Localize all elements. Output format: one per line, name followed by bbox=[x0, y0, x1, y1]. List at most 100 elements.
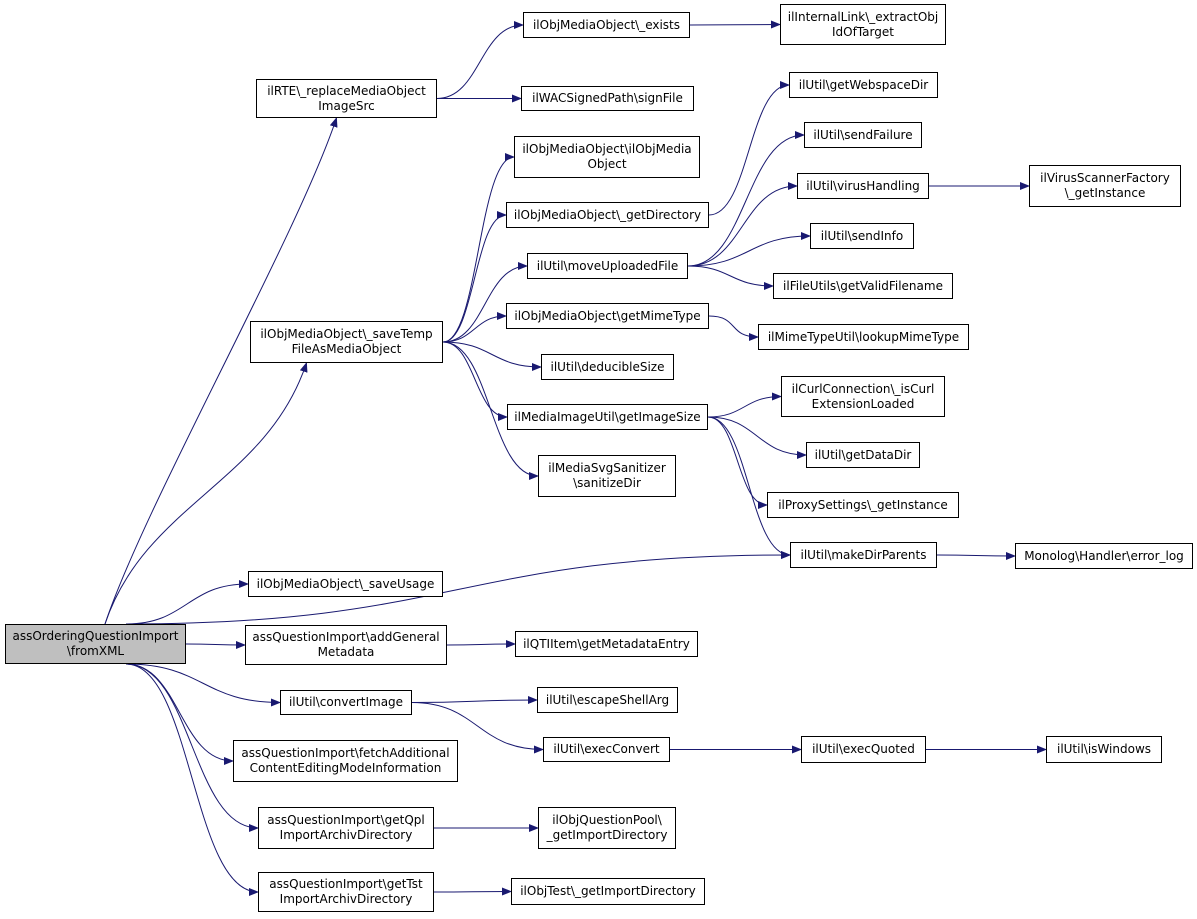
node-lookup-mime-type[interactable]: ilMimeTypeUtil\lookupMimeType bbox=[758, 324, 969, 350]
node-label-line: ilProxySettings\_getInstance bbox=[778, 497, 948, 512]
node-media-object-get-directory[interactable]: ilObjMediaObject\_getDirectory bbox=[506, 202, 709, 228]
node-label-line: ilUtil\getWebspaceDir bbox=[798, 77, 929, 92]
node-exec-quoted[interactable]: ilUtil\execQuoted bbox=[801, 736, 926, 763]
node-label-line: ContentEditingModeInformation bbox=[249, 761, 442, 775]
node-make-dir-parents[interactable]: ilUtil\makeDirParents bbox=[790, 542, 937, 568]
edge-save_temp-to-img_size bbox=[442, 341, 508, 421]
edge-root-to-rte bbox=[104, 117, 338, 625]
node-get-valid-filename[interactable]: ilFileUtils\getValidFilename bbox=[773, 273, 953, 299]
node-label-line: ilMimeTypeUtil\lookupMimeType bbox=[767, 329, 960, 344]
node-label-line: ImportArchivDirectory bbox=[279, 892, 413, 906]
node-label-line: Monolog\Handler\error_log bbox=[1024, 548, 1184, 563]
node-label-line: ilUtil\sendFailure bbox=[813, 127, 913, 142]
edge-move_uploaded-to-send_info bbox=[687, 232, 811, 267]
edge-root-to-get_qpl bbox=[125, 663, 259, 832]
node-label-line: ilCurlConnection\_isCurl bbox=[791, 381, 935, 396]
edge-add_meta-to-qti_meta bbox=[446, 640, 516, 649]
node-label-line: \fromXML bbox=[66, 644, 125, 658]
node-qti-item-get-metadata-entry[interactable]: ilQTIItem\getMetadataEntry bbox=[515, 631, 698, 657]
node-label-line: ilUtil\sendInfo bbox=[820, 228, 904, 243]
node-label-line: ilWACSignedPath\signFile bbox=[532, 91, 683, 105]
node-label-line: ilUtil\execQuoted bbox=[812, 742, 915, 756]
node-label-line: ilMediaImageUtil\getImageSize bbox=[514, 409, 701, 424]
edge-convert_image-to-escape_shell bbox=[411, 696, 538, 705]
edge-move_uploaded-to-send_failure bbox=[687, 131, 805, 267]
edge-save_temp-to-move_uploaded bbox=[442, 262, 528, 343]
edge-root-to-convert_image bbox=[125, 663, 281, 707]
node-virus-handling[interactable]: ilUtil\virusHandling bbox=[797, 173, 929, 199]
node-label-line: ilObjMediaObject\_saveUsage bbox=[256, 576, 435, 591]
node-label-line: ExtensionLoaded bbox=[811, 396, 915, 411]
node-label-line: ilObjMediaObject\_getDirectory bbox=[513, 207, 702, 222]
node-get-data-dir[interactable]: ilUtil\getDataDir bbox=[806, 442, 920, 468]
edge-img_size-to-proxy bbox=[707, 416, 768, 509]
edge-save_temp-to-deducible bbox=[442, 341, 542, 371]
node-label-line: ilUtil\getDataDir bbox=[814, 447, 912, 462]
node-obj-test-get-import-directory[interactable]: ilObjTest\_getImportDirectory bbox=[511, 878, 705, 905]
node-label-line: FileAsMediaObject bbox=[291, 342, 402, 356]
node-move-uploaded-file[interactable]: ilUtil\moveUploadedFile bbox=[527, 253, 688, 279]
node-wac-signed-path-sign-file[interactable]: ilWACSignedPath\signFile bbox=[521, 86, 694, 111]
node-label-line: ilObjTest\_getImportDirectory bbox=[520, 884, 696, 898]
edge-save_temp-to-mo_mime bbox=[442, 312, 507, 343]
edge-move_uploaded-to-virus_handling bbox=[687, 182, 798, 267]
node-svg-sanitizer-sanitize-dir[interactable]: ilMediaSvgSanitizer\sanitizeDir bbox=[538, 455, 676, 497]
node-label-line: ilUtil\isWindows bbox=[1056, 742, 1152, 756]
node-media-image-get-image-size[interactable]: ilMediaImageUtil\getImageSize bbox=[507, 404, 708, 430]
node-virus-scanner-factory[interactable]: ilVirusScannerFactory\_getInstance bbox=[1029, 165, 1181, 207]
node-label-line: ilQTIItem\getMetadataEntry bbox=[523, 636, 690, 651]
node-label-line: assQuestionImport\getQpl bbox=[267, 813, 425, 827]
node-send-failure[interactable]: ilUtil\sendFailure bbox=[804, 122, 922, 148]
edge-save_temp-to-svg_sanitize bbox=[442, 341, 539, 480]
node-label-line: ilMediaSvgSanitizer bbox=[548, 461, 666, 475]
node-label-line: _getImportDirectory bbox=[546, 828, 668, 842]
node-label-line: assOrderingQuestionImport bbox=[12, 629, 179, 643]
node-convert-image[interactable]: ilUtil\convertImage bbox=[280, 690, 412, 715]
node-label-line: ilRTE\_replaceMediaObject bbox=[267, 83, 426, 98]
node-label-line: ilUtil\moveUploadedFile bbox=[536, 258, 679, 273]
node-deducible-size[interactable]: ilUtil\deducibleSize bbox=[541, 354, 674, 380]
node-label-line: assQuestionImport\fetchAdditional bbox=[241, 746, 450, 760]
node-is-windows[interactable]: ilUtil\isWindows bbox=[1046, 736, 1162, 763]
node-monolog-error-log[interactable]: Monolog\Handler\error_log bbox=[1015, 543, 1193, 569]
edge-root-to-add_meta bbox=[185, 640, 246, 649]
node-label-line: assQuestionImport\getTst bbox=[269, 877, 423, 891]
node-exec-convert[interactable]: ilUtil\execConvert bbox=[543, 737, 670, 762]
edge-root-to-save_usage bbox=[125, 580, 249, 625]
edge-move_uploaded-to-valid_filename bbox=[687, 265, 774, 290]
edge-get_tst-to-tst_import_dir bbox=[433, 887, 512, 896]
edge-root-to-get_tst bbox=[125, 663, 259, 896]
node-label-line: ilObjMediaObject\_exists bbox=[532, 17, 681, 32]
node-media-object-exists[interactable]: ilObjMediaObject\_exists bbox=[523, 12, 690, 38]
node-label-line: \_getInstance bbox=[1064, 186, 1146, 200]
node-root-fromxml[interactable]: assOrderingQuestionImport\fromXML bbox=[5, 624, 186, 664]
edge-root-to-fetch_additional bbox=[125, 663, 234, 765]
edge-make_dir-to-monolog bbox=[936, 551, 1016, 560]
node-get-webspace-dir[interactable]: ilUtil\getWebspaceDir bbox=[789, 72, 938, 98]
node-save-usage[interactable]: ilObjMediaObject\_saveUsage bbox=[248, 571, 443, 597]
node-label-line: ilVirusScannerFactory bbox=[1040, 171, 1170, 185]
node-proxy-settings-get-instance[interactable]: ilProxySettings\_getInstance bbox=[767, 492, 959, 518]
node-label-line: ilUtil\deducibleSize bbox=[550, 359, 665, 374]
edge-img_size-to-curl_loaded bbox=[707, 392, 782, 418]
node-label-line: ilInternalLink\_extractObj bbox=[787, 9, 939, 24]
node-escape-shell-arg[interactable]: ilUtil\escapeShellArg bbox=[537, 687, 678, 713]
node-label-line: ImportArchivDirectory bbox=[279, 828, 413, 842]
node-send-info[interactable]: ilUtil\sendInfo bbox=[810, 223, 914, 249]
edge-mo_mime-to-lookup_mime bbox=[708, 315, 759, 341]
node-label-line: Metadata bbox=[317, 645, 375, 659]
node-label-line: Object bbox=[587, 157, 627, 171]
node-label-line: ImageSrc bbox=[318, 98, 375, 113]
node-media-object-get-mime-type[interactable]: ilObjMediaObject\getMimeType bbox=[506, 303, 709, 329]
node-question-pool-get-import-directory[interactable]: ilObjQuestionPool\_getImportDirectory bbox=[538, 807, 676, 849]
